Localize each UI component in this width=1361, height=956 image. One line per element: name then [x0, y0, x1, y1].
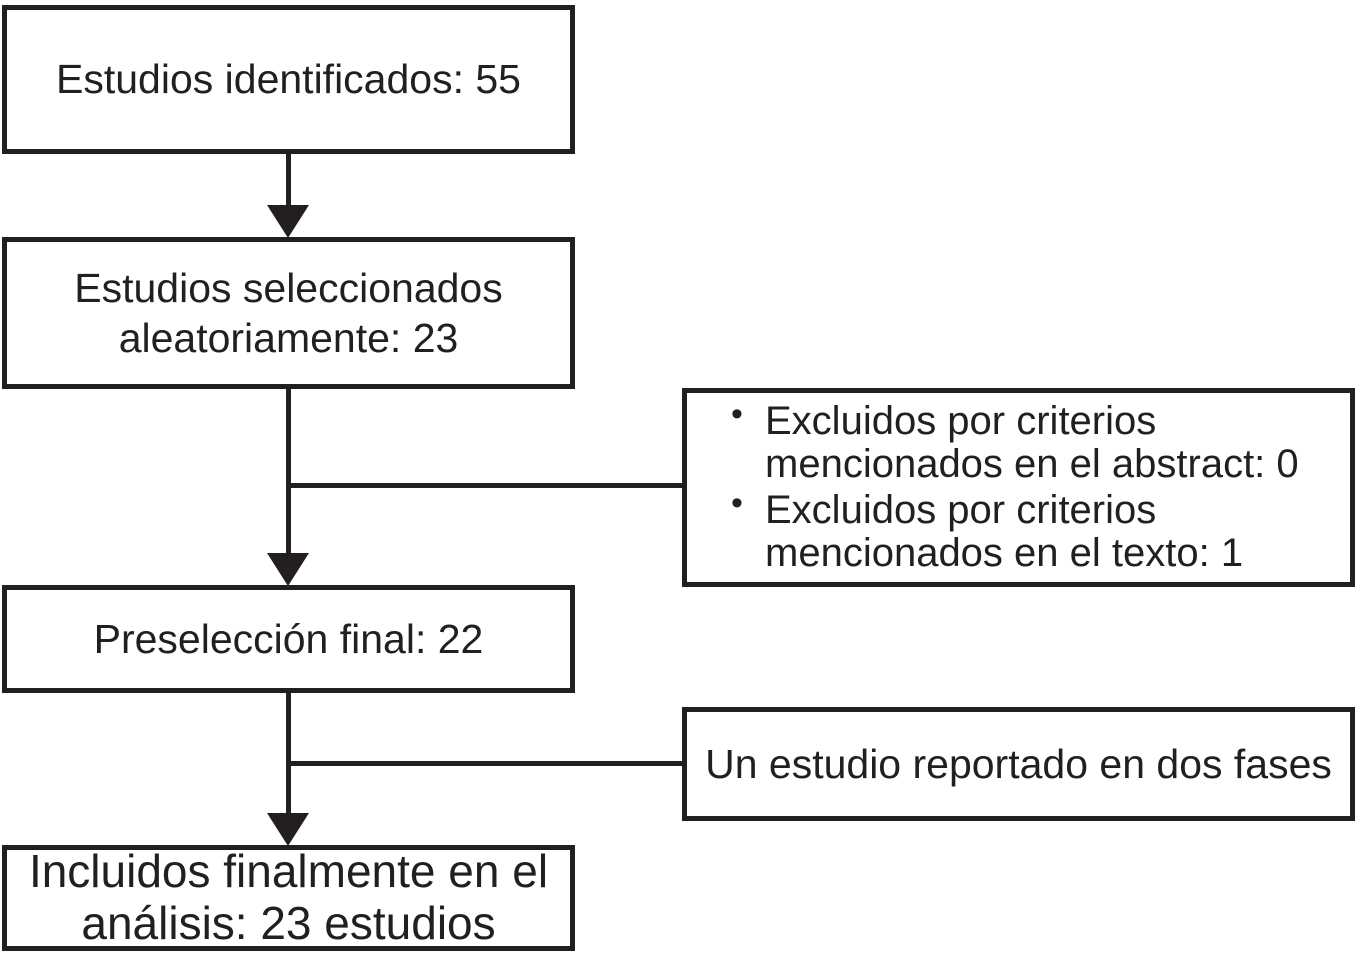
node-estudio-dos-fases: Un estudio reportado en dos fases — [682, 707, 1355, 821]
bullet-icon: • — [731, 395, 743, 434]
node-incluidos-analisis: Incluidos finalmente en el análisis: 23 … — [2, 845, 575, 951]
node-label: Estudios identificados: 55 — [56, 56, 521, 103]
connector-line-1 — [286, 153, 291, 207]
exclusion-item: • Excluidos por criterios mencionados en… — [687, 396, 1350, 487]
node-preseleccion-final: Preselección final: 22 — [2, 585, 575, 693]
bullet-icon: • — [731, 483, 743, 522]
node-label: Estudios seleccionados — [74, 264, 503, 311]
connector-line-3 — [286, 693, 291, 814]
node-estudios-seleccionados: Estudios seleccionados aleatoriamente: 2… — [2, 237, 575, 389]
node-label: análisis: 23 estudios — [81, 897, 496, 949]
node-label: Incluidos finalmente en el — [28, 845, 549, 898]
exclusion-list: • Excluidos por criterios mencionados en… — [687, 396, 1350, 577]
exclusion-item-line: mencionados en el texto: 1 — [765, 530, 1244, 575]
connector-line-2 — [286, 389, 291, 554]
node-criterios-exclusion: • Excluidos por criterios mencionados en… — [682, 388, 1355, 587]
node-label: Un estudio reportado en dos fases — [705, 740, 1332, 787]
arrow-down-icon — [267, 553, 309, 586]
branch-line-two-phases — [288, 761, 682, 766]
node-label: aleatoriamente: 23 — [118, 315, 459, 361]
arrow-down-icon — [267, 205, 309, 238]
node-label: Preselección final: 22 — [93, 615, 484, 662]
exclusion-item-line: Excluidos por criterios — [765, 399, 1157, 444]
exclusion-item-line: Excluidos por criterios — [765, 487, 1157, 532]
exclusion-item: • Excluidos por criterios mencionados en… — [687, 484, 1350, 575]
exclusion-item-line: mencionados en el abstract: 0 — [765, 442, 1299, 487]
branch-line-exclusion — [288, 483, 682, 488]
arrow-down-icon — [267, 813, 309, 846]
node-estudios-identificados: Estudios identificados: 55 — [2, 5, 575, 154]
